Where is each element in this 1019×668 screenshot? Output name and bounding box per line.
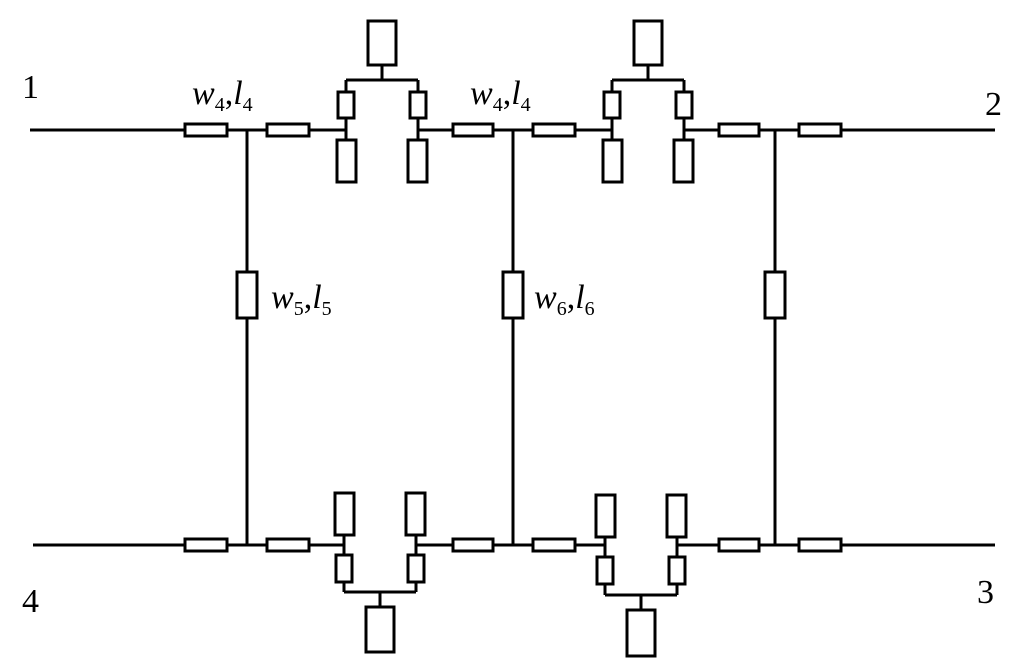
param-label-top-left: w4,l4 [192,75,253,116]
series-element-top-3 [451,122,495,138]
series-element-bottom-2 [265,537,311,553]
shunt-element-left [235,270,259,320]
series-element-bottom-6 [797,537,843,553]
stub-element [601,138,624,184]
series-element-bottom-4 [531,537,577,553]
top-left-stub-network [335,19,429,184]
stub-element [335,138,358,184]
vertical-branch-right [763,130,787,545]
port-label-4: 4 [22,583,39,620]
param-label-vertical-middle: w6,l6 [534,279,595,320]
vertical-branch-middle [501,130,525,545]
vertical-branch-left [235,130,259,545]
bottom-left-stub-network [333,491,427,654]
series-element-top-4 [531,122,577,138]
stub-element [625,608,657,658]
stub-element [667,555,687,586]
stub-element [595,555,615,586]
series-element-top-2 [265,122,311,138]
series-element-top-5 [717,122,761,138]
series-element-top-1 [183,122,229,138]
top-transmission-line [30,122,995,138]
bottom-right-stub-network [594,493,688,658]
param-label-top-middle: w4,l4 [470,75,531,116]
stub-element [665,493,688,539]
stub-element [364,605,396,654]
series-element-top-6 [797,122,843,138]
port-label-3: 3 [977,574,994,611]
bottom-transmission-line [33,537,995,553]
top-right-stub-network [601,19,695,184]
stub-element [333,491,356,537]
stub-element [336,90,356,120]
stub-element [406,138,429,184]
stub-element [408,90,428,120]
shunt-element-middle [501,270,525,320]
stub-element [334,553,354,584]
series-element-bottom-3 [451,537,495,553]
shunt-element-right [763,270,787,320]
stub-element [594,493,617,539]
stub-element [632,19,664,67]
series-element-bottom-5 [717,537,761,553]
series-element-bottom-1 [183,537,229,553]
stub-element [672,138,695,184]
stub-element [602,90,622,120]
port-label-1: 1 [22,69,39,106]
stub-element [404,491,427,537]
stub-element [674,90,694,120]
stub-element [366,19,398,67]
port-label-2: 2 [985,86,1002,123]
stub-element [406,553,426,584]
param-label-vertical-left: w5,l5 [271,279,332,320]
